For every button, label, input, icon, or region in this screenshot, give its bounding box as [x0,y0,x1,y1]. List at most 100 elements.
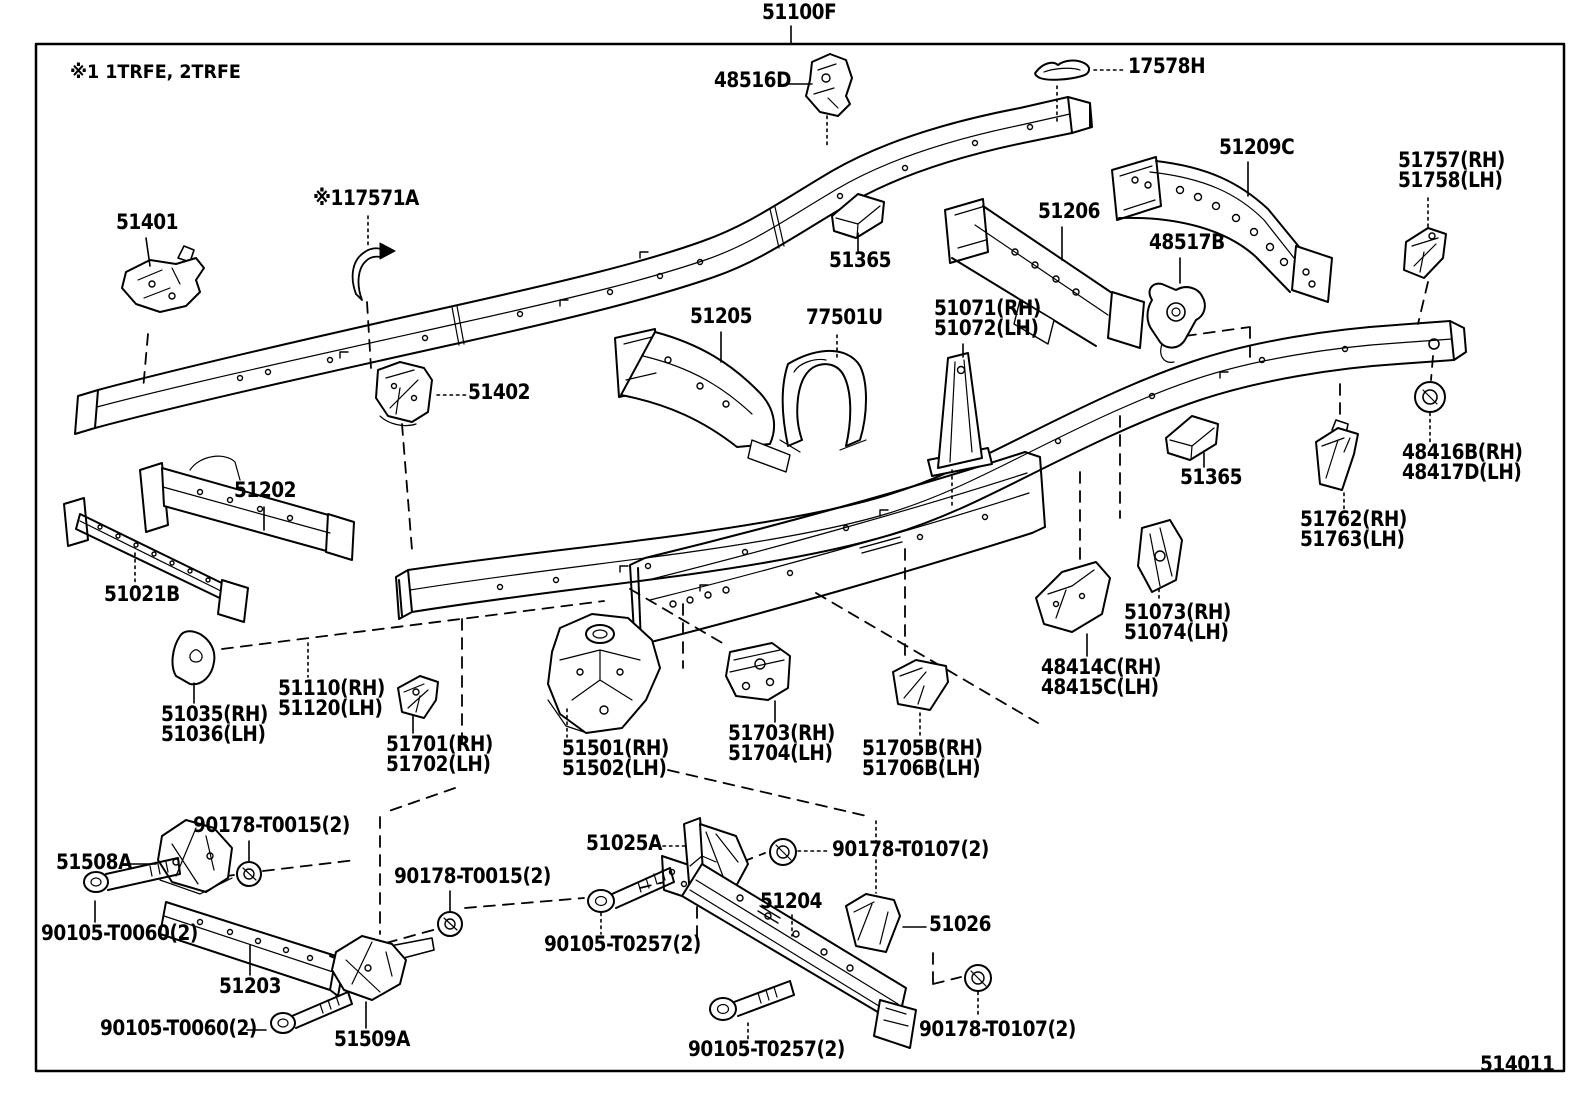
association-dashed-lines [142,281,1434,985]
label-line: 51120(LH) [278,696,383,720]
label-line: 51074(LH) [1124,620,1229,644]
label-51073-51074[interactable]: 51073(RH)51074(LH) [1124,602,1231,644]
label-line: 51100F [762,0,837,24]
label-51025A[interactable]: 51025A [586,831,662,855]
label-line: 51035(RH) [161,702,268,726]
label-51100F[interactable]: 51100F [762,0,837,24]
label-90105-T0257-a[interactable]: 90105-T0257(2) [544,934,701,955]
part-48414C-bracket [1035,561,1111,633]
label-90178-T0107-b[interactable]: 90178-T0107(2) [919,1017,1076,1041]
label-line: 51502(LH) [562,756,667,780]
label-line: 48416B(RH) [1402,440,1523,464]
label-line: ※117571A [313,186,419,210]
label-51365-left[interactable]: 51365 [829,250,892,271]
label-line: 51508A [56,850,132,874]
part-51365-clip-left [831,193,885,239]
label-line: 51025A [586,831,662,855]
label-line: 51021B [104,582,180,606]
label-line: 90178-T0107(2) [919,1017,1076,1041]
bolt-90105-T0060-a [83,857,181,893]
label-line: 51036(LH) [161,722,266,746]
label-51071-51072[interactable]: 51071(RH)51072(LH) [934,298,1041,339]
label-51206[interactable]: 51206 [1038,199,1101,223]
label-line: 51509A [334,1027,410,1051]
label-line: 48415C(LH) [1041,675,1159,699]
label-51205[interactable]: 51205 [690,306,753,327]
label-51035-51036[interactable]: 51035(RH)51036(LH) [161,702,268,746]
label-line: 48414C(RH) [1041,655,1162,679]
label-51401[interactable]: 51401 [116,212,179,233]
label-77501U[interactable]: 77501U [806,307,883,328]
label-51203[interactable]: 51203 [219,976,282,997]
label-90105-T0060-b[interactable]: 90105-T0060(2) [100,1016,257,1040]
label-51508A[interactable]: 51508A [56,850,132,874]
label-48516D[interactable]: 48516D [714,70,791,91]
part-48516D-bracket [805,53,853,117]
label-90178-T0107-a[interactable]: 90178-T0107(2) [832,839,989,860]
part-51509A-bracket [331,935,435,1001]
label-514011: 514011 [1480,1054,1555,1075]
label-90105-T0257-b[interactable]: 90105-T0257(2) [688,1037,845,1061]
label-line: 90178-T0015(2) [394,864,551,888]
part-51100F-side-rail [74,96,1093,435]
label-line: 51501(RH) [562,736,669,760]
label-51402[interactable]: 51402 [468,382,531,403]
label-line: 51202 [234,478,297,502]
part-51402-bracket [375,361,433,427]
label-90105-T0060-a[interactable]: 90105-T0060(2) [41,923,198,944]
label-51110-51120[interactable]: 51110(RH)51120(LH) [278,678,385,720]
label-17578H[interactable]: 17578H [1128,54,1206,78]
leader-lines-dotted [134,69,1431,1040]
part-51365-clip-right [1165,415,1219,461]
label-51509A[interactable]: 51509A [334,1027,410,1051]
label-51701-51702[interactable]: 51701(RH)51702(LH) [386,732,493,775]
label-51705B-51706B[interactable]: 51705B(RH)51706B(LH) [862,736,983,780]
label-line: 51704(LH) [728,741,833,765]
part-77501U-bracket [779,349,867,453]
label-51365-right[interactable]: 51365 [1180,467,1243,488]
label-line: 48517B [1149,230,1225,254]
label-line: 51026 [929,912,992,936]
label-51501-51502[interactable]: 51501(RH)51502(LH) [562,736,669,780]
label-line: 17578H [1128,54,1206,78]
part-48517B-clamp [1146,282,1206,363]
nut-90178-T0107-a [769,838,797,866]
label-line: 51706B(LH) [862,756,981,780]
label-line: 51701(RH) [386,732,493,756]
part-51021B-bar [63,497,249,623]
label-51209C[interactable]: 51209C [1219,135,1295,159]
label-90178-T0015-a[interactable]: 90178-T0015(2) [193,815,350,836]
label-17571A[interactable]: ※117571A [313,186,419,210]
label-line: 90105-T0257(2) [688,1037,845,1061]
part-51757-bracket [1403,227,1447,279]
label-51202[interactable]: 51202 [234,478,297,502]
label-51021B[interactable]: 51021B [104,582,180,606]
part-51206-crossmember [944,198,1145,349]
nut-90178-T0107-b [964,964,992,992]
nut-90178-T0015-a [236,861,262,887]
part-51071-bracket [927,352,993,477]
label-90178-T0015-b[interactable]: 90178-T0015(2) [394,864,551,888]
leader-lines-solid [94,25,1249,1031]
part-51705B-clip [892,659,949,711]
label-51703-51704[interactable]: 51703(RH)51704(LH) [728,723,835,765]
label-line: 48417D(LH) [1402,460,1522,484]
label-51757-51758[interactable]: 51757(RH)51758(LH) [1398,150,1505,191]
label-48517B[interactable]: 48517B [1149,230,1225,254]
label-51204[interactable]: 51204 [760,891,823,912]
label-51762-51763[interactable]: 51762(RH)51763(LH) [1300,509,1407,550]
part-17578H-clip [1034,59,1090,81]
label-line: 51206 [1038,199,1101,223]
label-note: ※1 1TRFE, 2TRFE [70,62,241,82]
label-48414C-48415C[interactable]: 48414C(RH)48415C(LH) [1041,655,1162,699]
part-51073-bracket [1137,519,1183,593]
label-line: 90105-T0060(2) [100,1016,257,1040]
label-line: 51209C [1219,135,1295,159]
label-line: 51705B(RH) [862,736,983,760]
label-line: ※1 1TRFE, 2TRFE [70,61,241,83]
label-48416B-48417D[interactable]: 48416B(RH)48417D(LH) [1402,440,1523,484]
label-51026[interactable]: 51026 [929,912,992,936]
